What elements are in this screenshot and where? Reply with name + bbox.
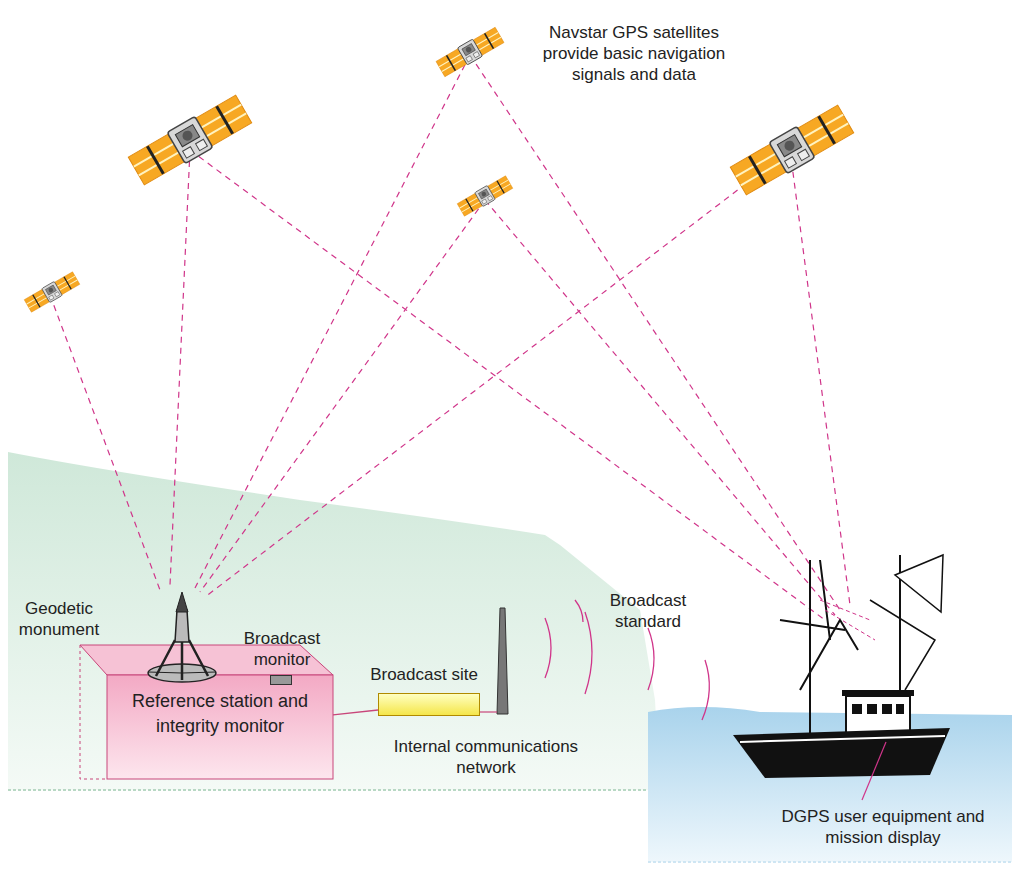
broadcast-site-box: Broadcast site [378, 693, 480, 716]
edge-label: Internal communications network [368, 736, 604, 778]
annotation-label: Geodetic monument [4, 598, 114, 640]
monitor-box: Broadcast monitor [270, 675, 292, 685]
annotation-label: DGPS user equipment and mission display [778, 806, 988, 848]
node-label: Reference station and integrity monitor [107, 689, 333, 739]
annotation-label: Navstar GPS satellites provide basic nav… [528, 22, 740, 85]
node-label: Broadcast monitor [237, 628, 327, 670]
node-label: Broadcast site [369, 664, 479, 685]
network-link [333, 710, 378, 715]
reference-station-box: Reference station and integrity monitor [107, 675, 333, 779]
annotation-label: Broadcast standard [598, 590, 698, 632]
